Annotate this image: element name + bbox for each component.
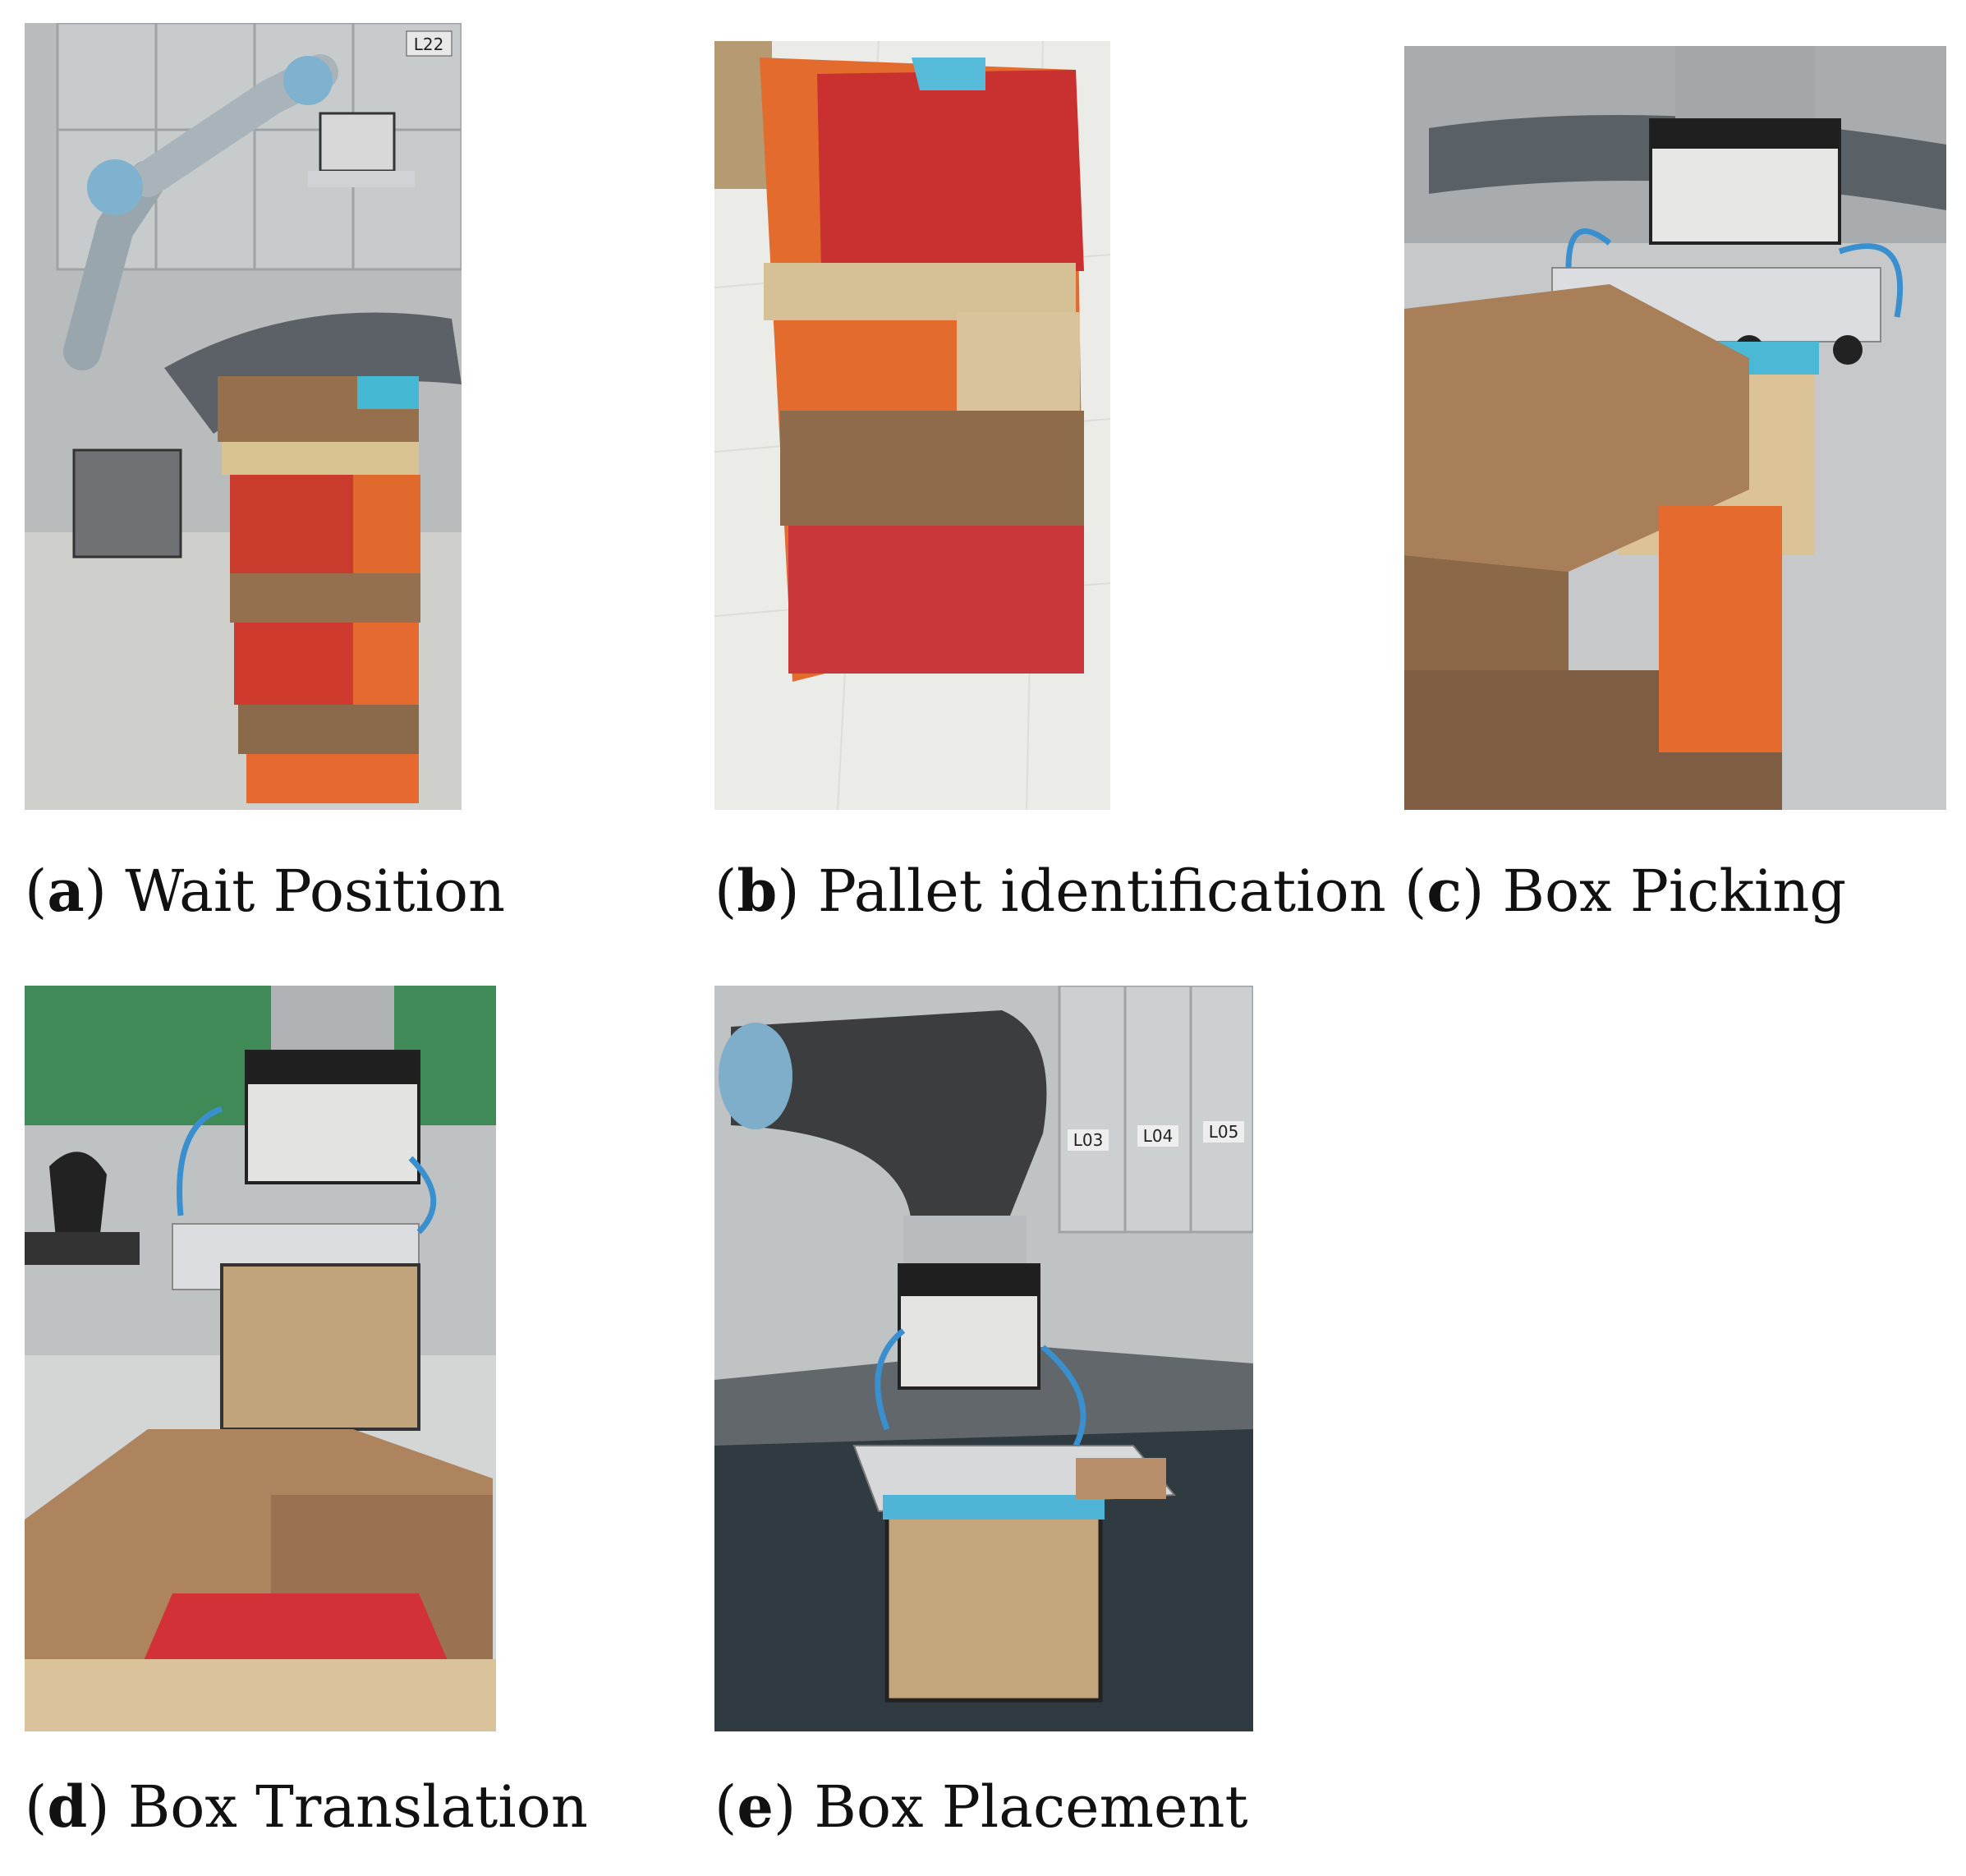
photo-box-translation [25,986,496,1731]
locker-label-l03: L03 [1073,1130,1104,1150]
locker-label-l04: L04 [1143,1126,1174,1146]
caption-d: (d) Box Translation [25,1773,588,1841]
photo-wait-position: L22 [25,23,462,810]
photo-pallet-identification [714,41,1110,810]
locker-label-l22: L22 [414,34,444,54]
caption-b: (b) Pallet identification [714,857,1386,925]
photo-box-picking [1404,46,1946,810]
caption-c: (c) Box Picking [1404,857,1847,925]
caption-a: (a) Wait Position [25,857,506,925]
caption-e: (e) Box Placement [714,1773,1248,1841]
photo-box-placement: L03 L04 L05 [714,986,1253,1731]
locker-label-l05: L05 [1209,1122,1239,1142]
